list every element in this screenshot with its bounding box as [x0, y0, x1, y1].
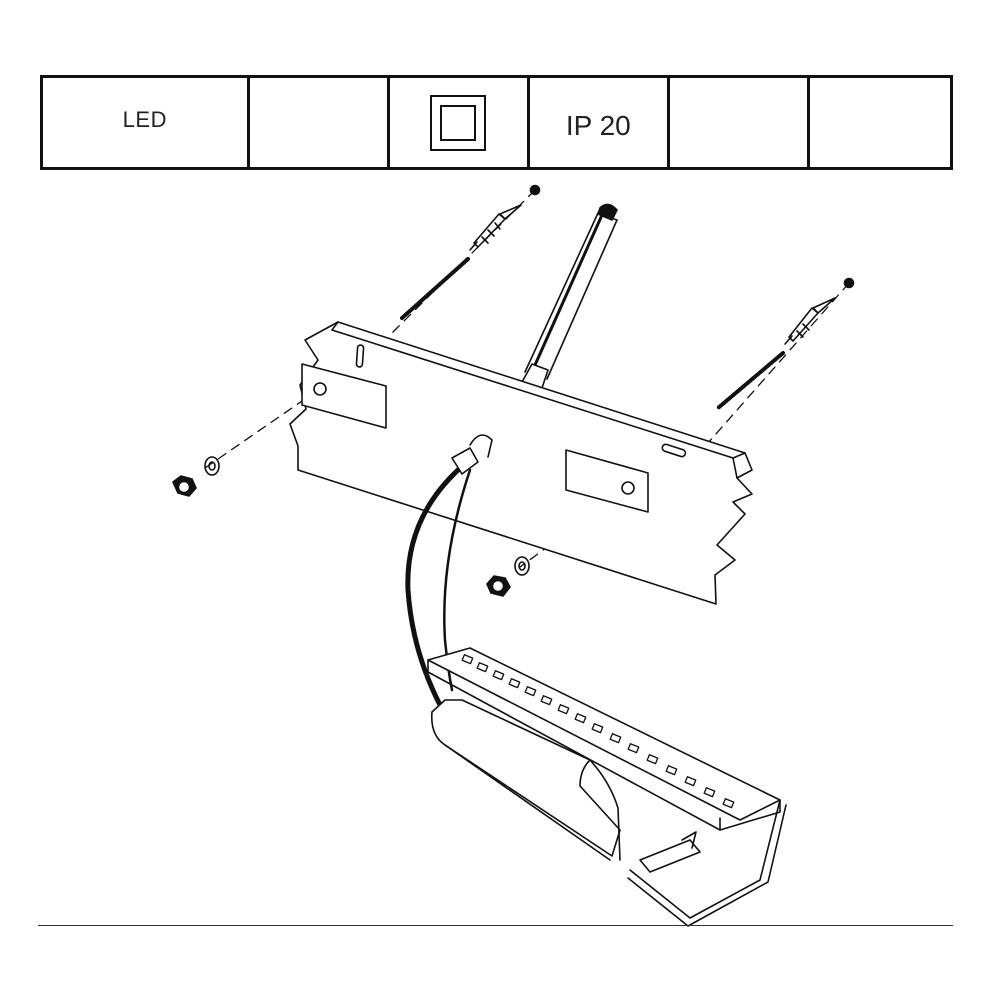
nut-icon [172, 475, 197, 497]
nut-icon [486, 575, 511, 597]
ip-rating-label: IP 20 [565, 109, 631, 141]
spec-cell-protection-class [390, 78, 530, 167]
spec-table: LED IP 20 [40, 75, 953, 170]
spec-cell-light-source: LED [43, 78, 250, 167]
wall-plug-icon [784, 277, 855, 345]
led-light-bar [427, 647, 781, 861]
mounting-bracket [627, 799, 787, 927]
washer-icon [204, 456, 220, 476]
class-ii-double-square-icon [430, 94, 487, 151]
screw-icon [716, 351, 785, 410]
class-ii-inner-square [440, 104, 477, 141]
light-source-label: LED [122, 106, 167, 132]
wall-plug-icon [469, 184, 541, 251]
bottom-divider [38, 925, 953, 926]
spec-cell-ip-rating: IP 20 [530, 78, 670, 167]
wall-plate [289, 321, 753, 605]
led-chips [461, 654, 735, 809]
screw-icon [400, 257, 470, 320]
rod [521, 203, 618, 389]
spec-cell-empty-1 [250, 78, 390, 167]
washer-icon [514, 556, 530, 576]
spec-cell-empty-2 [670, 78, 810, 167]
